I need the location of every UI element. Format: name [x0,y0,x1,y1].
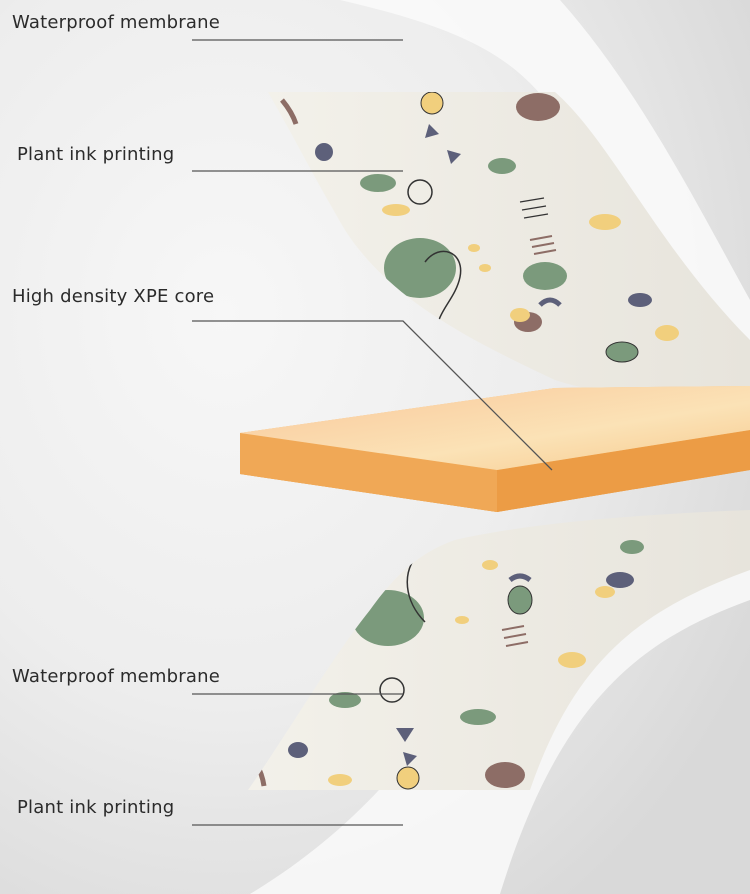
pattern-doodle [529,235,557,255]
label-top-printing: Plant ink printing [17,144,175,165]
pattern-doodle [329,692,361,708]
pattern-doodle [360,174,396,192]
pattern-doodle [488,158,516,174]
label-bottom-printing: Plant ink printing [17,797,175,818]
pattern-doodle [507,585,533,615]
pattern-doodle [482,560,498,570]
pattern-doodle [605,341,639,363]
pattern-doodle [510,308,530,322]
pattern-doodle [468,244,480,252]
pattern-doodle [479,264,491,272]
pattern-doodle [407,179,433,205]
pattern-doodle [447,150,461,164]
pattern-doodle [396,766,420,790]
pattern-doodle [606,572,634,588]
pattern-doodle [501,625,529,647]
pattern-doodle [420,92,444,115]
pattern-doodle [315,143,333,161]
pattern-doodle [595,586,615,598]
pattern-doodle [328,774,352,786]
pattern-doodle [508,573,532,583]
leader-core [192,320,553,471]
label-core: High density XPE core [12,286,215,307]
top-membrane-sheet [340,0,750,420]
pattern-doodle [620,540,644,554]
pattern-doodle [455,616,469,624]
bottom-printed-sheet [248,510,750,790]
pattern-doodle [558,652,586,668]
label-top-membrane: Waterproof membrane [12,12,221,33]
pattern-doodle [523,262,567,290]
pattern-doodle [403,752,417,766]
leader-lines [192,39,553,826]
pattern-doodle [519,197,549,219]
label-bottom-membrane: Waterproof membrane [12,666,221,687]
pattern-doodle [655,325,679,341]
pattern-doodle [396,728,414,742]
pattern-doodle [382,204,410,216]
pattern-doodle [288,742,308,758]
pattern-doodle [379,677,405,703]
pattern-doodle [589,214,621,230]
xpe-core-slab [240,386,750,512]
pattern-doodle [280,98,299,125]
pattern-doodle [485,762,525,788]
pattern-doodle [516,93,560,121]
pattern-doodle [425,124,439,138]
pattern-doodle [628,293,652,307]
pattern-doodle [460,709,496,725]
pattern-doodle [538,297,562,307]
